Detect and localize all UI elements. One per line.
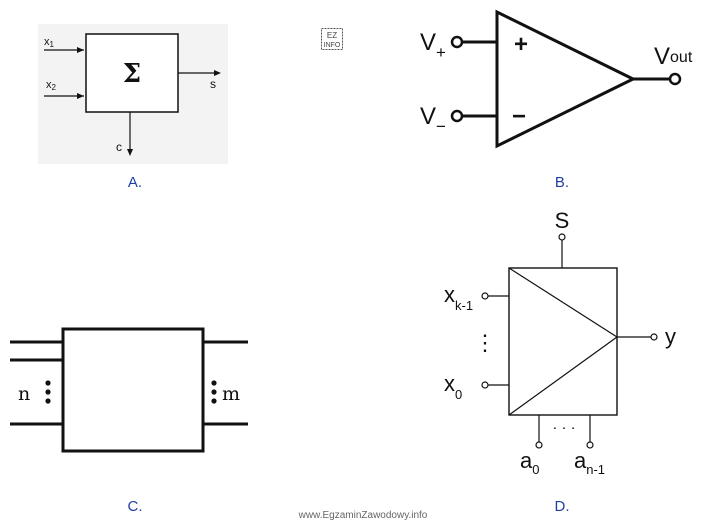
right-dot-3 [211,398,217,404]
caption-b: B. [554,174,570,191]
left-dot-1 [45,380,51,386]
logo-frame [321,28,343,50]
demux-addr-left-terminal [535,441,543,449]
adder-input-2-arrow-icon [77,93,84,99]
diagram-a-panel: x1 x2 Σ s c [38,24,228,164]
opamp-output-terminal [668,72,682,86]
demux-addr-right-label: an-1 [574,448,605,477]
demux-triangle-bottom-edge [508,336,618,416]
caption-c: C. [127,498,143,515]
demux-s-terminal [558,233,566,241]
opamp-plus-sign: + [514,31,528,58]
demux-output-terminal [650,333,658,341]
adder-sum-arrow-icon [214,70,221,76]
bus-block [61,327,205,453]
watermark-text: www.EgzaminZawodowy.info [298,510,428,521]
demux-input-bottom-label: x0 [444,371,462,402]
opamp-minus-sign: − [512,103,526,130]
logo-text-2: INFO [324,42,341,49]
caption-d: D. [554,498,570,515]
bus-n-label: n [18,383,30,405]
right-dot-2 [211,389,217,395]
diagram-d-panel: S xk-1 ⋮ x0 y a0 · · · [436,200,706,484]
adder-input-1-label: x1 [44,36,55,49]
adder-input-2-label: x2 [46,79,57,92]
adder-block [85,33,179,113]
demux-output-label: y [665,324,676,349]
demux-input-bottom-terminal [481,381,489,389]
opamp-triangle [495,9,637,149]
adder-carry-arrow-icon [127,149,133,156]
right-dot-1 [211,380,217,386]
demux-input-top-label: xk-1 [444,282,473,313]
left-dot-2 [45,389,51,395]
opamp-vout-label: Vout [654,43,693,70]
diagram-b-svg: V+ + V− − Vout [420,9,693,149]
demux-addr-right-terminal [586,441,594,449]
diagram-d-svg: S xk-1 ⋮ x0 y a0 · · · [444,208,676,477]
bus-m-label: m [222,383,240,405]
egzamin-info-logo-icon: EZ INFO [321,28,343,50]
adder-carry-label: c [116,140,122,154]
demux-addr-left-label: a0 [520,448,539,477]
logo-text: EZ [327,31,337,40]
adder-sigma-symbol: Σ [123,59,141,89]
left-dot-3 [45,398,51,404]
opamp-v-plus-label: V+ [420,29,446,62]
adder-sum-label: s [210,77,216,91]
demux-vertical-ellipsis: ⋮ [474,330,496,355]
diagram-c-svg: n m [10,327,248,453]
demux-block [508,267,618,416]
demux-horizontal-ellipsis: · · · [552,419,575,436]
opamp-minus-terminal [450,109,464,123]
diagram-c-panel: n m [8,322,248,462]
caption-a: A. [127,174,143,191]
demux-input-top-terminal [481,292,489,300]
opamp-v-minus-label: V− [420,103,446,136]
adder-input-1-arrow-icon [77,47,84,53]
diagram-a-svg: x1 x2 Σ s c [38,24,228,164]
opamp-plus-terminal [450,35,464,49]
demux-s-label: S [555,208,570,233]
diagram-b-panel: V+ + V− − Vout [410,8,706,168]
demux-triangle-top-edge [508,267,618,338]
